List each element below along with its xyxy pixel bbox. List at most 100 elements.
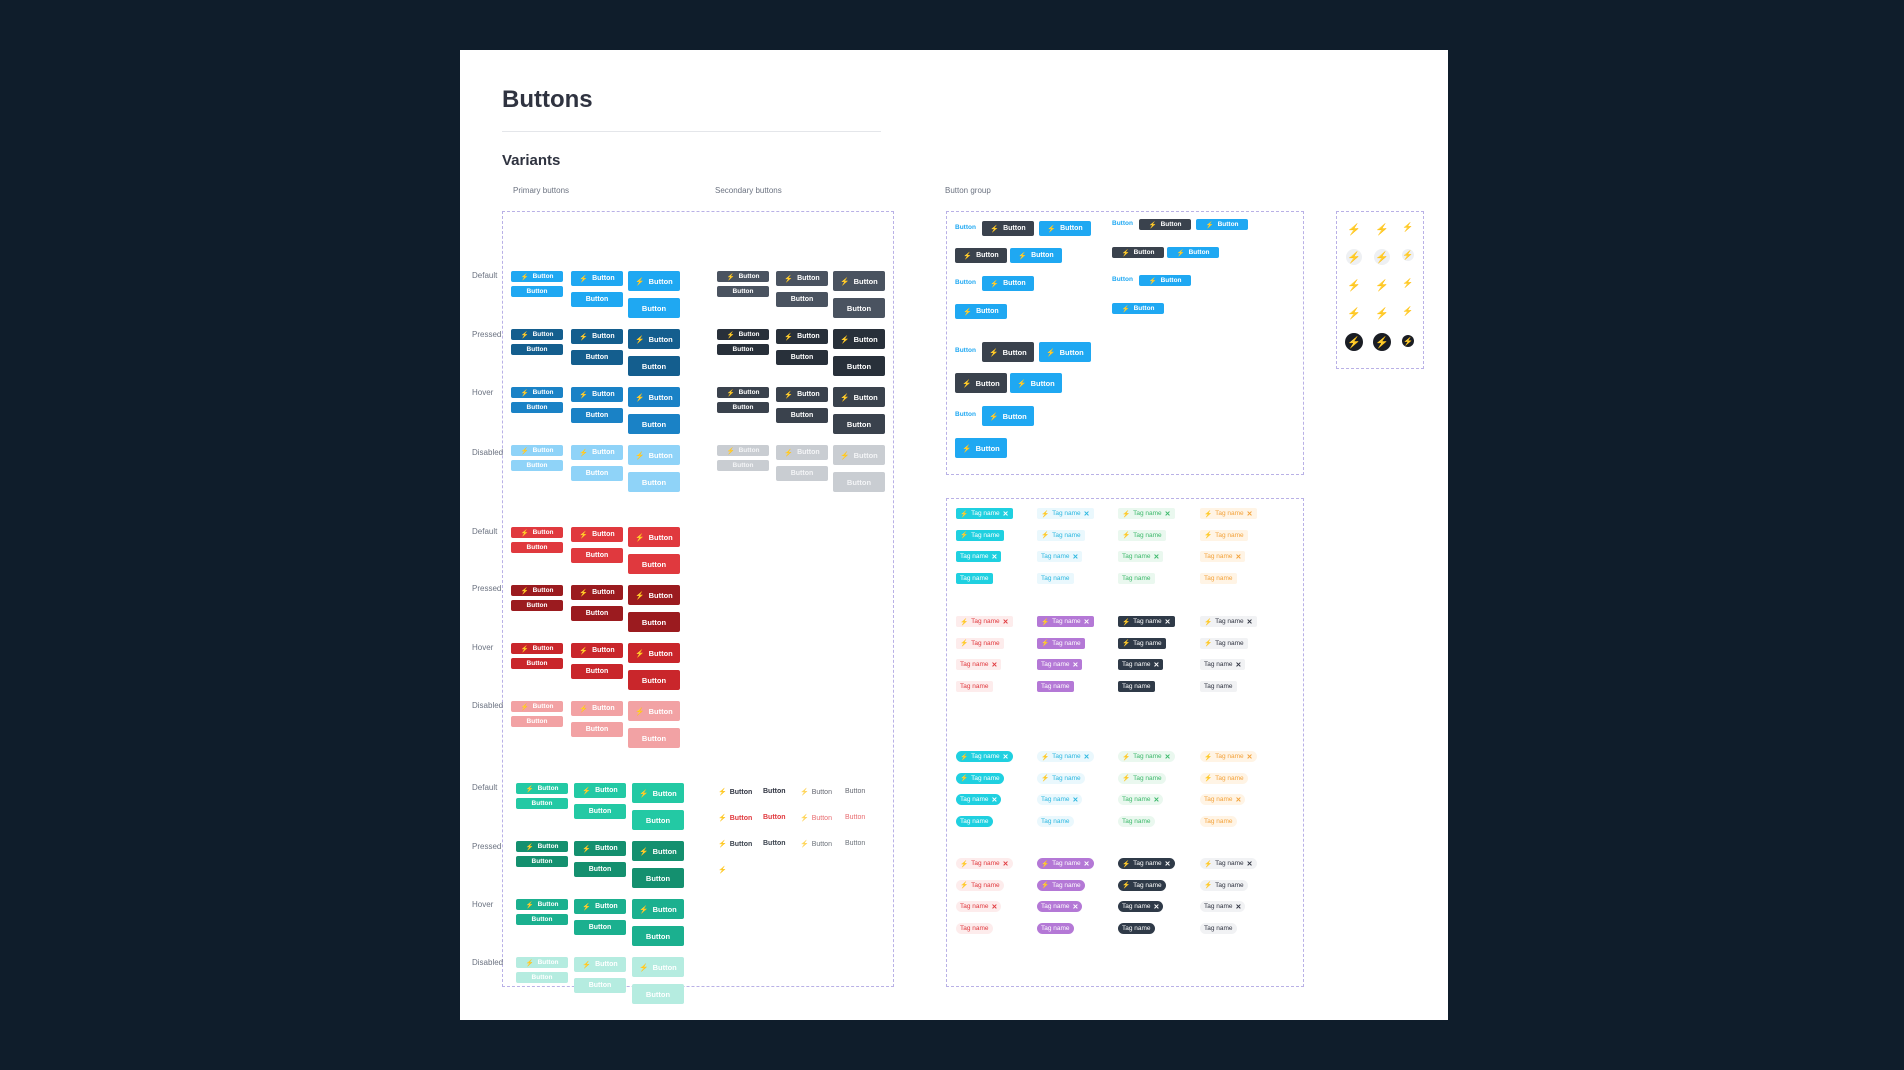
blue-medium-icon-button[interactable]: ⚡Button [571, 387, 623, 402]
red-medium-button[interactable]: Button [571, 548, 623, 563]
tag-chip[interactable]: Tag name✕ [1200, 551, 1246, 562]
tag-chip[interactable]: Tag name✕ [1200, 794, 1246, 805]
tag-chip[interactable]: ⚡Tag name [956, 879, 1004, 891]
blue-large-icon-button[interactable]: ⚡Button [628, 445, 680, 465]
text-button[interactable]: Button [845, 788, 866, 795]
tag-chip[interactable]: Tag name [1037, 922, 1074, 934]
tag-chip[interactable]: Tag name✕ [1037, 659, 1083, 670]
close-icon[interactable]: ✕ [991, 661, 998, 669]
close-icon[interactable]: ✕ [1083, 510, 1090, 518]
tag-chip[interactable]: ⚡Tag name✕ [956, 751, 1013, 762]
green-large-button[interactable]: Button [632, 868, 684, 888]
tag-chip[interactable]: Tag name✕ [1118, 551, 1164, 562]
blue-small-button[interactable]: Button [511, 402, 563, 413]
close-icon[interactable]: ✕ [991, 553, 998, 561]
tag-chip[interactable]: ⚡Tag name [1200, 637, 1248, 649]
tag-chip[interactable]: ⚡Tag name✕ [1200, 508, 1257, 519]
close-icon[interactable]: ✕ [1072, 796, 1079, 804]
red-small-button[interactable]: Button [511, 658, 563, 669]
tag-chip[interactable]: ⚡Tag name✕ [1037, 751, 1094, 762]
red-large-button[interactable]: Button [628, 670, 680, 690]
tag-chip[interactable]: Tag name [1118, 815, 1155, 827]
text-button[interactable]: ⚡Button [800, 788, 832, 797]
bolt-icon-button-dark[interactable]: ⚡ [1402, 335, 1414, 347]
blue-medium-button[interactable]: Button [571, 408, 623, 423]
blue-large-button[interactable]: Button [628, 472, 680, 492]
tag-chip[interactable]: ⚡Tag name✕ [1200, 858, 1257, 869]
tag-chip[interactable]: Tag name [1200, 680, 1237, 692]
blue-medium-icon-button[interactable]: ⚡Button [571, 445, 623, 460]
tag-chip[interactable]: ⚡Tag name [1118, 772, 1166, 784]
bolt-icon-button-dark[interactable]: ⚡ [1373, 333, 1391, 351]
group-dark-button[interactable]: ⚡Button [982, 221, 1034, 236]
secondary-large-icon-button[interactable]: ⚡Button [833, 271, 885, 291]
secondary-medium-icon-button[interactable]: ⚡Button [776, 329, 828, 344]
group-dark-button[interactable]: ⚡Button [955, 248, 1007, 263]
red-large-button[interactable]: Button [628, 612, 680, 632]
red-large-button[interactable]: Button [628, 728, 680, 748]
green-large-icon-button[interactable]: ⚡Button [632, 957, 684, 977]
close-icon[interactable]: ✕ [1235, 661, 1242, 669]
green-large-icon-button[interactable]: ⚡Button [632, 841, 684, 861]
group-blue-button[interactable]: ⚡Button [1196, 219, 1248, 230]
secondary-small-button[interactable]: Button [717, 344, 769, 355]
group-dark-button[interactable]: ⚡Button [982, 342, 1034, 362]
secondary-medium-button[interactable]: Button [776, 350, 828, 365]
red-medium-button[interactable]: Button [571, 722, 623, 737]
red-large-icon-button[interactable]: ⚡Button [628, 527, 680, 547]
red-large-icon-button[interactable]: ⚡Button [628, 643, 680, 663]
green-medium-button[interactable]: Button [574, 920, 626, 935]
bolt-icon-button[interactable]: ⚡ [1375, 223, 1389, 236]
tag-chip[interactable]: Tag name✕ [1200, 901, 1246, 912]
close-icon[interactable]: ✕ [1153, 903, 1160, 911]
blue-large-button[interactable]: Button [628, 298, 680, 318]
group-text-button[interactable]: Button [955, 278, 976, 286]
tag-chip[interactable]: Tag name [1037, 815, 1074, 827]
tag-chip[interactable]: ⚡Tag name✕ [1118, 616, 1175, 627]
green-small-button[interactable]: Button [516, 856, 568, 867]
text-button[interactable]: ⚡Button [800, 814, 832, 823]
blue-small-icon-button[interactable]: ⚡Button [511, 445, 563, 456]
red-small-icon-button[interactable]: ⚡Button [511, 701, 563, 712]
secondary-small-icon-button[interactable]: ⚡Button [717, 329, 769, 340]
close-icon[interactable]: ✕ [1072, 903, 1079, 911]
secondary-small-button[interactable]: Button [717, 286, 769, 297]
group-blue-button[interactable]: ⚡Button [955, 438, 1007, 458]
close-icon[interactable]: ✕ [1002, 753, 1009, 761]
blue-large-icon-button[interactable]: ⚡Button [628, 387, 680, 407]
tag-chip[interactable]: ⚡Tag name [1037, 529, 1085, 541]
green-medium-button[interactable]: Button [574, 862, 626, 877]
blue-medium-button[interactable]: Button [571, 292, 623, 307]
group-dark-button[interactable]: ⚡Button [955, 373, 1007, 393]
tag-chip[interactable]: ⚡Tag name [1118, 637, 1166, 649]
tag-chip[interactable]: ⚡Tag name✕ [1200, 616, 1257, 627]
secondary-small-button[interactable]: Button [717, 402, 769, 413]
bolt-icon-button[interactable]: ⚡ [1346, 249, 1362, 265]
tag-chip[interactable]: ⚡Tag name✕ [956, 508, 1013, 519]
red-medium-icon-button[interactable]: ⚡Button [571, 643, 623, 658]
tag-chip[interactable]: ⚡Tag name✕ [1118, 858, 1175, 869]
bolt-icon-button[interactable]: ⚡ [1402, 305, 1414, 316]
group-blue-button[interactable]: ⚡Button [1139, 275, 1191, 286]
close-icon[interactable]: ✕ [1072, 661, 1079, 669]
close-icon[interactable]: ✕ [1153, 661, 1160, 669]
tag-chip[interactable]: Tag name [956, 922, 993, 934]
tag-chip[interactable]: Tag name [1037, 680, 1074, 692]
green-medium-icon-button[interactable]: ⚡Button [574, 899, 626, 914]
text-button[interactable]: ⚡Button [718, 840, 753, 849]
secondary-small-icon-button[interactable]: ⚡Button [717, 445, 769, 456]
blue-medium-icon-button[interactable]: ⚡Button [571, 329, 623, 344]
close-icon[interactable]: ✕ [1246, 753, 1253, 761]
blue-large-icon-button[interactable]: ⚡Button [628, 271, 680, 291]
bolt-icon-button[interactable]: ⚡ [1375, 307, 1389, 320]
close-icon[interactable]: ✕ [1246, 510, 1253, 518]
close-icon[interactable]: ✕ [1072, 553, 1079, 561]
group-dark-button[interactable]: ⚡Button [1139, 219, 1191, 230]
tag-chip[interactable]: ⚡Tag name [1200, 772, 1248, 784]
blue-large-button[interactable]: Button [628, 414, 680, 434]
blue-small-button[interactable]: Button [511, 286, 563, 297]
green-small-icon-button[interactable]: ⚡Button [516, 783, 568, 794]
green-large-button[interactable]: Button [632, 984, 684, 1004]
close-icon[interactable]: ✕ [1153, 553, 1160, 561]
green-medium-icon-button[interactable]: ⚡Button [574, 957, 626, 972]
